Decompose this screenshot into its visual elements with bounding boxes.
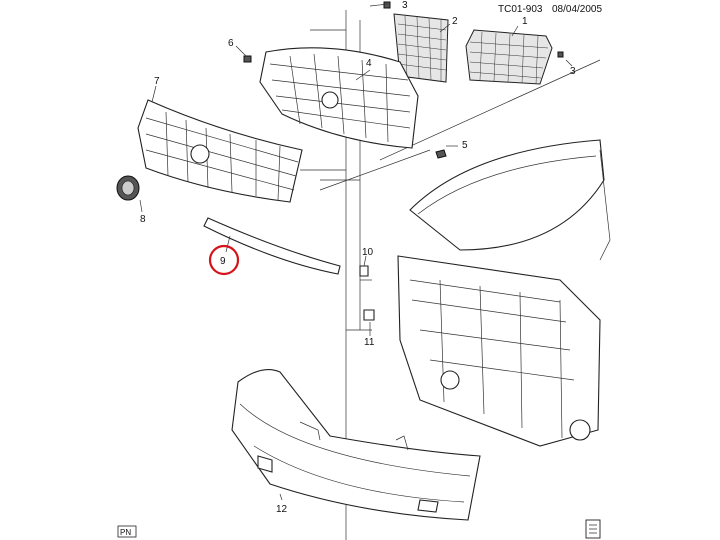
pn-badge: PN [120, 528, 131, 537]
vehicle-front-structure [397, 139, 611, 447]
highlight-ring [208, 244, 240, 276]
diagram-date: 08/04/2005 [552, 4, 602, 15]
part-7-grille-assembly [137, 99, 303, 203]
document-icon [585, 519, 601, 539]
callout-6: 6 [228, 38, 234, 49]
callout-5: 5 [462, 140, 468, 151]
part-9-upper-molding [203, 217, 341, 275]
diagram-code: TC01-903 [498, 4, 543, 15]
callout-2: 2 [452, 16, 458, 27]
callout-4: 4 [366, 58, 372, 69]
callout-8: 8 [140, 214, 146, 225]
callout-7: 7 [154, 76, 160, 87]
leader-lines [139, 3, 573, 501]
callout-3a: 3 [402, 0, 408, 11]
callout-labels: 1 2 3 3 4 5 6 7 8 9 10 11 12 [140, 0, 576, 515]
part-4-main-grille [259, 47, 419, 149]
callout-10: 10 [362, 247, 374, 258]
part-12-bumper-fascia [231, 369, 481, 521]
footer: PN [117, 519, 601, 539]
callout-3b: 3 [570, 66, 576, 77]
fasteners [243, 1, 564, 321]
part-8-emblem [116, 175, 140, 201]
callout-11: 11 [364, 337, 375, 348]
part-2-upper-grille-insert [393, 13, 449, 83]
callout-1: 1 [522, 16, 528, 27]
callout-9: 9 [220, 256, 226, 267]
callout-12: 12 [276, 504, 288, 515]
part-1-side-grille-insert [465, 29, 553, 85]
